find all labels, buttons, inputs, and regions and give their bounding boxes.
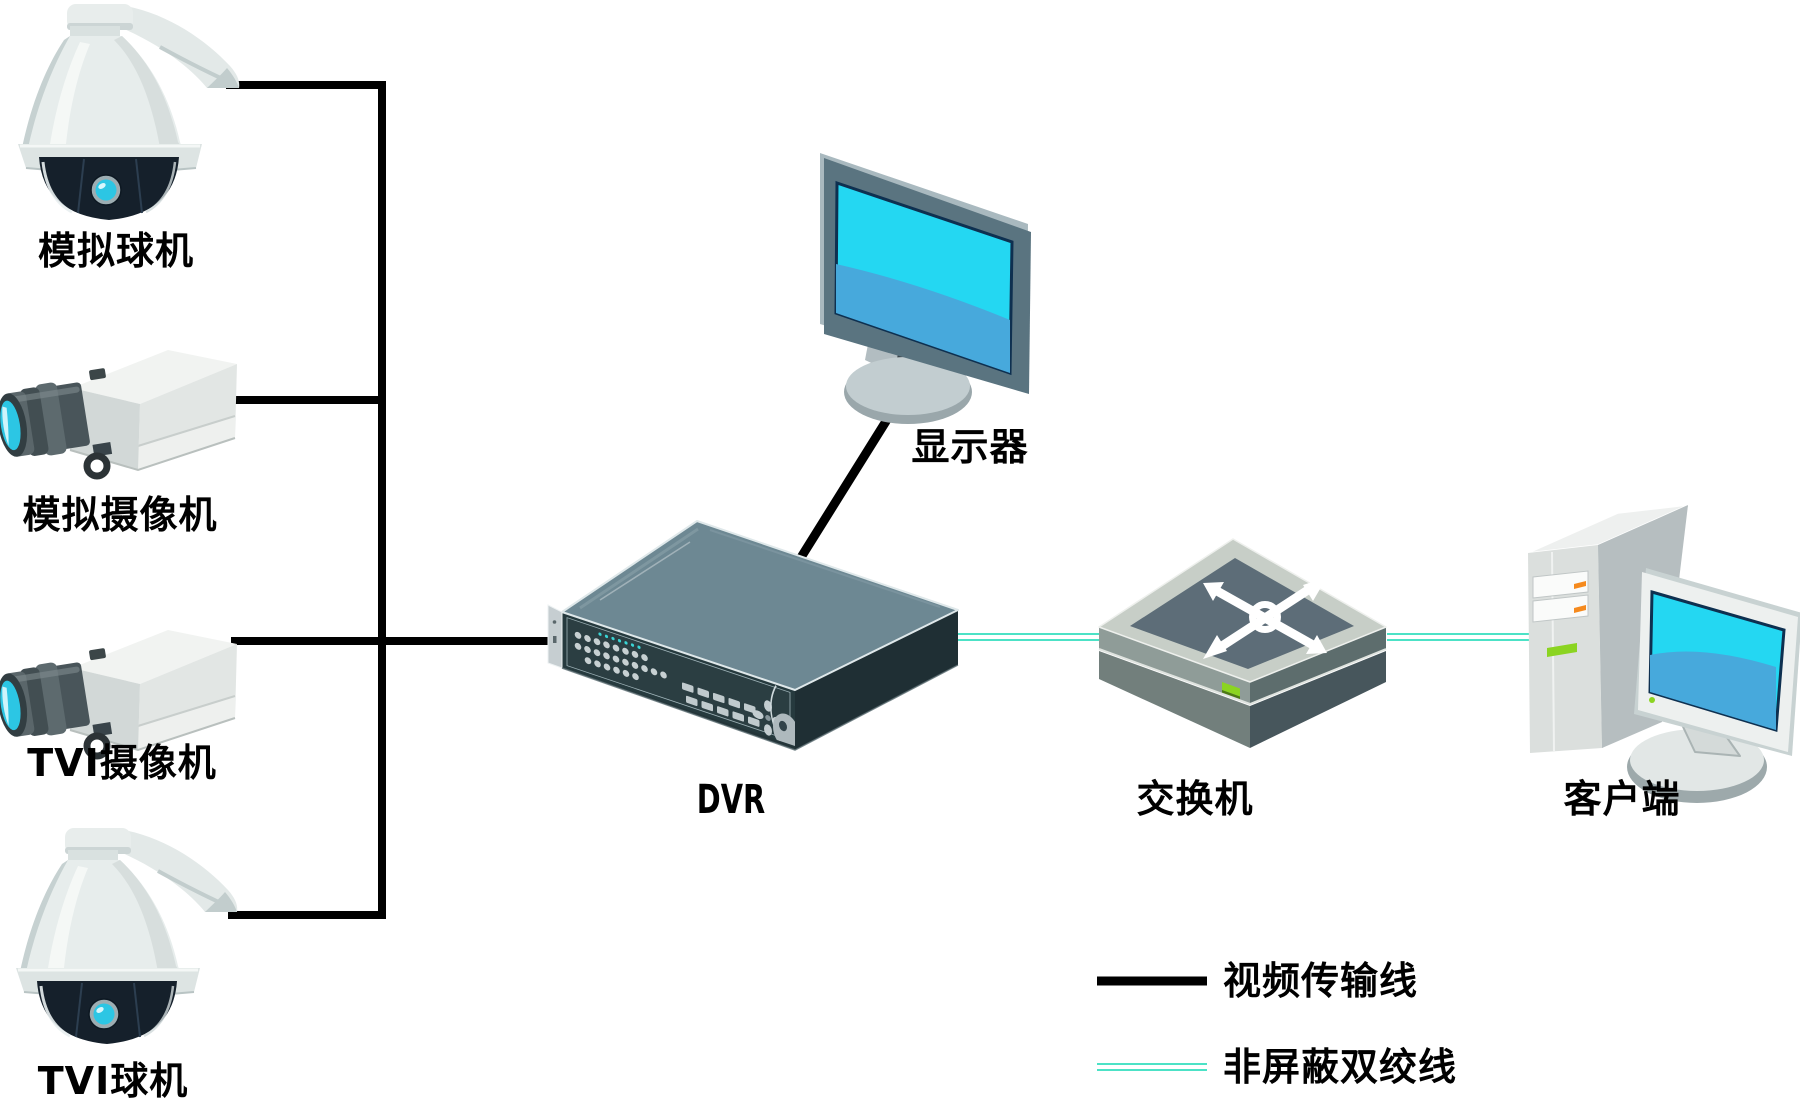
box-camera-bracket-ring [83, 732, 111, 760]
dome-lens-glass [95, 179, 117, 201]
label-client: 客户端 [1563, 777, 1681, 821]
box-camera-bracket-ring [83, 452, 111, 480]
legend-video-line-label: 视频传输线 [1223, 959, 1419, 1003]
dvr-jog-dial [773, 713, 795, 747]
switch-arrows-icon [1203, 577, 1327, 659]
client-pc-illustration [1527, 504, 1800, 803]
label-analog-box: 模拟摄像机 [22, 493, 218, 537]
monitor-screen-wave [836, 264, 1010, 373]
dvr-status-leds [598, 632, 641, 649]
legend-item-video-line: 视频传输线 [1095, 962, 1418, 1000]
video-line-dvr-monitor [795, 397, 903, 564]
client-monitor-led [1649, 697, 1655, 703]
client-drive-bays [1532, 570, 1589, 623]
dvr-illustration [547, 520, 959, 751]
label-dvr: DVR [696, 777, 766, 823]
label-analog-dome: 模拟球机 [37, 229, 195, 273]
label-switch: 交换机 [1136, 777, 1254, 821]
monitor-illustration [820, 153, 1031, 424]
tvi-dome-camera-illustration [16, 828, 238, 1044]
label-monitor: 显示器 [911, 425, 1029, 469]
box-camera-lens-barrel [0, 368, 113, 457]
utp-line-swatch [1097, 1063, 1207, 1071]
switch-power-led [1222, 682, 1240, 697]
dvr-front-panel [562, 611, 795, 747]
analog-box-camera-illustration [0, 350, 237, 480]
dome-lens-glass [93, 1003, 115, 1025]
client-screen-wave [1650, 651, 1776, 730]
label-tvi-box: TVI摄像机 [27, 741, 217, 785]
tvi-box-camera-illustration [0, 630, 237, 760]
legend-item-utp-line: 非屏蔽双绞线 [1095, 1048, 1457, 1086]
switch-illustration [1098, 538, 1387, 748]
analog-dome-camera-illustration [18, 4, 240, 220]
legend-utp-line-label: 非屏蔽双绞线 [1223, 1045, 1458, 1089]
box-camera-lens-barrel [0, 648, 113, 737]
label-tvi-dome: TVI球机 [37, 1059, 189, 1100]
client-tower-led [1547, 643, 1577, 657]
video-line-swatch [1097, 976, 1207, 986]
